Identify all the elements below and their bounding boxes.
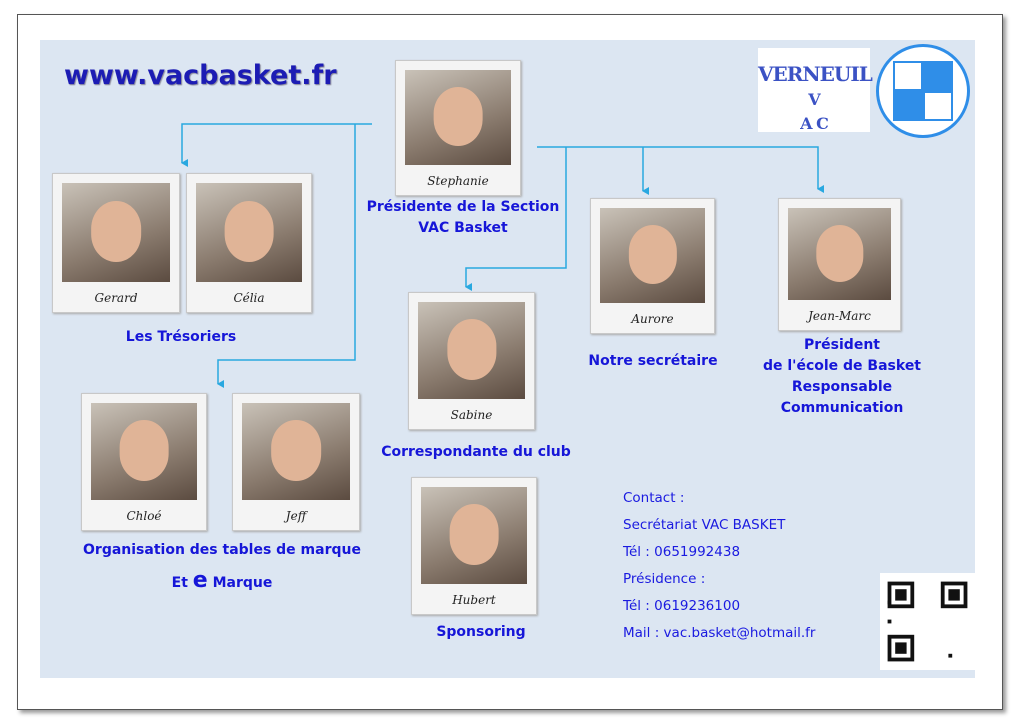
contact-email[interactable]: Mail : vac.basket@hotmail.fr bbox=[623, 625, 816, 641]
member-photo bbox=[421, 487, 527, 584]
contact-heading: Contact : bbox=[623, 490, 685, 506]
member-name: Sabine bbox=[450, 408, 493, 422]
member-photo bbox=[91, 403, 197, 500]
member-card-chloe: Chloé bbox=[81, 393, 207, 531]
member-photo bbox=[600, 208, 705, 303]
role-sponsoring: Sponsoring bbox=[436, 624, 526, 640]
member-card-stephanie: Stephanie bbox=[395, 60, 521, 196]
member-card-aurore: Aurore bbox=[590, 198, 715, 334]
member-name: Hubert bbox=[452, 593, 496, 607]
contact-secretariat: Secrétariat VAC BASKET bbox=[623, 517, 786, 533]
contact-phone-secretariat: Tél : 0651992438 bbox=[623, 544, 741, 560]
vac-club-logo bbox=[876, 44, 970, 138]
contact-presidency: Présidence : bbox=[623, 571, 706, 587]
member-photo bbox=[242, 403, 350, 500]
member-photo bbox=[62, 183, 170, 282]
role-treasurers: Les Trésoriers bbox=[125, 329, 237, 345]
member-card-hubert: Hubert bbox=[411, 477, 537, 615]
connector-tables bbox=[217, 124, 356, 388]
role-secretary: Notre secrétaire bbox=[588, 353, 718, 369]
member-card-jeff: Jeff bbox=[232, 393, 360, 531]
member-name: Gerard bbox=[94, 291, 138, 305]
connector-treasurers bbox=[181, 123, 372, 167]
member-card-celia: Célia bbox=[186, 173, 312, 313]
member-card-sabine: Sabine bbox=[408, 292, 535, 430]
role-correspondent: Correspondante du club bbox=[381, 444, 571, 460]
member-name: Stephanie bbox=[427, 174, 489, 188]
website-url[interactable]: www.vacbasket.fr bbox=[64, 60, 337, 91]
member-name: Jean-Marc bbox=[808, 309, 871, 323]
contact-block: Contact : Secrétariat VAC BASKET Tél : 0… bbox=[623, 485, 815, 647]
contact-phone-presidency: Tél : 0619236100 bbox=[623, 598, 741, 614]
connector-correspondent bbox=[465, 147, 567, 291]
member-name: Chloé bbox=[126, 509, 162, 523]
member-card-jean-marc: Jean-Marc bbox=[778, 198, 901, 331]
member-photo bbox=[788, 208, 891, 300]
connector-school bbox=[537, 146, 824, 193]
member-photo bbox=[196, 183, 302, 282]
member-photo bbox=[405, 70, 511, 165]
member-name: Célia bbox=[233, 291, 265, 305]
member-name: Aurore bbox=[631, 312, 674, 326]
member-photo bbox=[418, 302, 525, 399]
member-card-gerard: Gerard bbox=[52, 173, 180, 313]
member-name: Jeff bbox=[285, 509, 307, 523]
qr-code[interactable] bbox=[880, 573, 975, 670]
